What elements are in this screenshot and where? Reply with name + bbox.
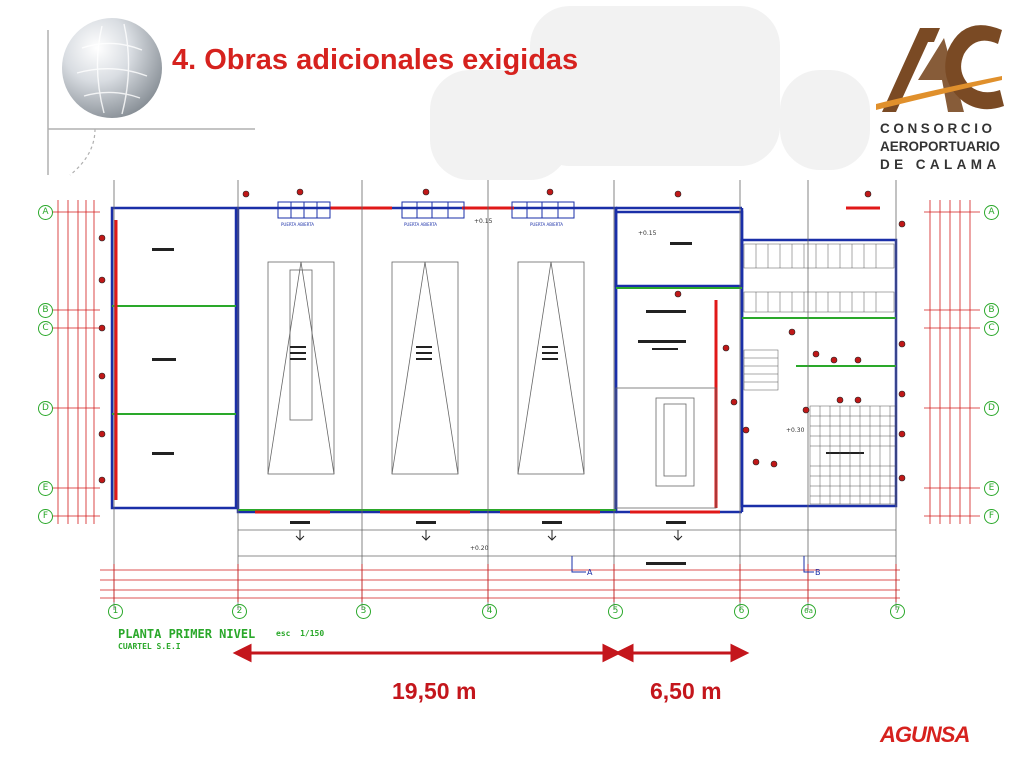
background-shape [780, 70, 870, 170]
plan-red-openings [114, 206, 880, 514]
grid-bubble: 1 [108, 604, 123, 619]
plan-dim-left [52, 200, 100, 524]
level-mark: +0.15 [638, 230, 657, 237]
grid-bubble: B [984, 303, 999, 318]
dimension-left-label: 19,50 m [392, 678, 477, 704]
logo-line-1: CONSORCIO [880, 121, 996, 136]
scale-prefix: esc [276, 629, 291, 638]
grid-bubble: 2 [232, 604, 247, 619]
background-shape [530, 6, 780, 166]
grid-bubble: 7 [890, 604, 905, 619]
plan-door-arrows [295, 530, 683, 541]
grid-bubble: B [38, 303, 53, 318]
grid-bubble: F [38, 509, 53, 524]
grid-bubble: 6a [801, 604, 816, 619]
corner-lines [47, 30, 255, 176]
grid-bubble: E [984, 481, 999, 496]
plan-markers [98, 188, 906, 484]
plan-dim-bottom [100, 564, 900, 602]
grid-bubble: D [984, 401, 999, 416]
background-shape [430, 70, 570, 180]
level-mark: +0.30 [786, 427, 805, 434]
room-label: PUERTA ABIERTA [281, 222, 315, 227]
ac-logo-icon [876, 25, 1004, 112]
grid-bubble: D [38, 401, 53, 416]
plan-bays [113, 180, 897, 610]
consorcio-logo [872, 20, 1007, 180]
agunsa-logo: AGUNSA [880, 722, 970, 747]
plan-tile-grid [743, 243, 897, 505]
grid-bubble: C [984, 321, 999, 336]
section-marker: B [815, 568, 821, 577]
grid-bubble: F [984, 509, 999, 524]
grid-bubble: 5 [608, 604, 623, 619]
level-mark: +0.15 [474, 218, 493, 225]
grid-bubble: A [984, 205, 999, 220]
plan-doors-top [277, 201, 575, 219]
plan-green-lines [112, 287, 896, 511]
grid-bubble: A [38, 205, 53, 220]
scale-value: 1/150 [300, 629, 325, 638]
plan-walls [110, 206, 898, 514]
dimension-arrows [232, 643, 750, 663]
grid-bubble: 4 [482, 604, 497, 619]
dimension-right-label: 6,50 m [650, 678, 722, 704]
slide-title: 4. Obras adicionales exigidas [172, 44, 579, 76]
grid-bubble: 6 [734, 604, 749, 619]
plan-title: PLANTA PRIMER NIVEL [118, 627, 256, 641]
plan-section-lines [571, 556, 814, 573]
plan-scale: esc 1/150 [276, 629, 324, 638]
section-marker: A [587, 568, 593, 577]
plan-dim-right [924, 200, 980, 524]
floor-plan-drawing [52, 180, 980, 610]
room-label: PUERTA ABIERTA [404, 222, 438, 227]
level-mark: +0.20 [470, 545, 489, 552]
grid-bubble: C [38, 321, 53, 336]
room-label: PUERTA ABIERTA [530, 222, 564, 227]
globe-icon [62, 18, 162, 118]
logo-line-2: AEROPORTUARIO [880, 139, 1001, 154]
plan-subtitle: CUARTEL S.E.I [118, 642, 181, 651]
plan-label-blocks [152, 242, 864, 565]
grid-bubble: E [38, 481, 53, 496]
grid-bubble: 3 [356, 604, 371, 619]
logo-line-3: DE CALAMA [880, 157, 1001, 172]
